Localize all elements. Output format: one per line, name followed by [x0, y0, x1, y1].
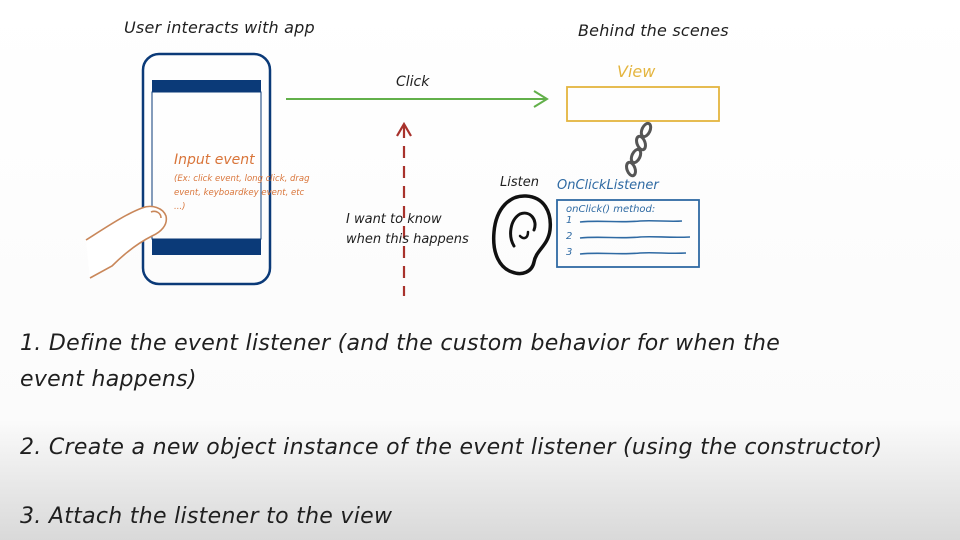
ear-icon: [491, 194, 553, 276]
question-arrow: [396, 121, 412, 296]
click-label: Click: [396, 74, 430, 90]
question-line-2: when this happens: [346, 232, 469, 247]
phone-body: [141, 52, 272, 286]
click-arrow: [286, 90, 549, 108]
phone-screen-topbar: [152, 80, 261, 92]
step-3: 3. Attach the listener to the view: [20, 504, 393, 529]
phone-screen-bottombar: [152, 239, 261, 255]
listen-label: Listen: [500, 175, 539, 190]
input-event-description: (Ex: click event, long click, drag event…: [174, 174, 310, 212]
listener-line-3: 3: [566, 247, 573, 258]
listener-title: OnClickListener: [557, 178, 659, 193]
step-2: 2. Create a new object instance of the e…: [20, 435, 883, 460]
question-text: I want to know when this happens: [346, 210, 469, 250]
view-box: [566, 86, 720, 122]
chain-icon: [625, 121, 653, 178]
header-behind-scenes: Behind the scenes: [578, 21, 729, 40]
phone-illustration: [141, 52, 272, 286]
listener-method: onClick() method:: [566, 204, 656, 215]
view-label: View: [617, 62, 656, 81]
header-user-interacts: User interacts with app: [124, 18, 315, 37]
listener-line-1: 1: [566, 215, 573, 226]
listener-box: [556, 199, 700, 268]
input-event-title: Input event: [174, 152, 255, 168]
listener-line-2: 2: [566, 231, 573, 242]
step-1: 1. Define the event listener (and the cu…: [20, 331, 781, 392]
question-line-1: I want to know: [346, 212, 442, 227]
finger-icon: [85, 205, 168, 279]
